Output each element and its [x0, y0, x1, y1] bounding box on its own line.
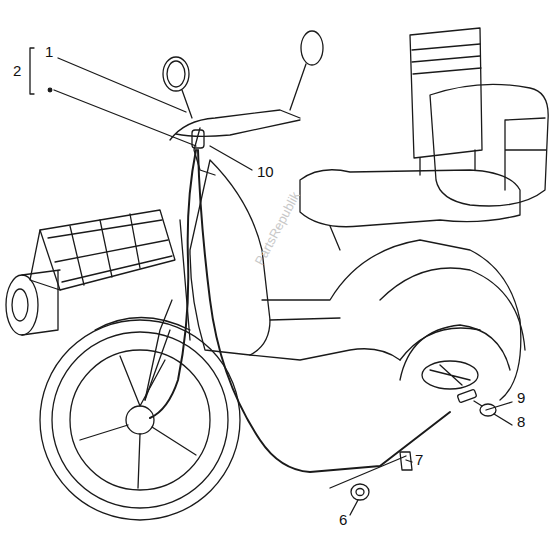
front-rack [30, 210, 175, 290]
callout-number: 2 [12, 63, 22, 78]
top-case [430, 84, 548, 206]
callout-number: 6 [338, 512, 348, 527]
scooter-body [250, 240, 521, 400]
rear-wheel [380, 268, 525, 389]
leader-line [54, 90, 196, 146]
callout-number: 7 [414, 452, 424, 467]
cable-clip [400, 452, 412, 470]
leader-line [330, 456, 406, 488]
adjuster-nut [474, 401, 496, 416]
cable-end [457, 389, 477, 403]
headlight [6, 270, 60, 335]
brake-cable [150, 150, 450, 472]
handlebar [170, 110, 300, 175]
bullet-dot [48, 88, 52, 92]
leader-line [494, 414, 512, 425]
callout-number: 8 [516, 414, 526, 429]
leader-line [350, 500, 358, 515]
callout-number: 1 [44, 44, 54, 59]
mirror-left [163, 57, 192, 118]
grommet [351, 484, 369, 500]
watermark: PartsRepublik [252, 189, 302, 268]
rear-rack [410, 28, 482, 175]
group-bracket [30, 48, 34, 94]
callout-number: 10 [256, 164, 275, 179]
front-wheel [40, 300, 240, 520]
callout-number: 9 [516, 390, 526, 405]
seat [300, 170, 520, 250]
leader-line [486, 402, 512, 410]
mirror-right [290, 31, 323, 110]
